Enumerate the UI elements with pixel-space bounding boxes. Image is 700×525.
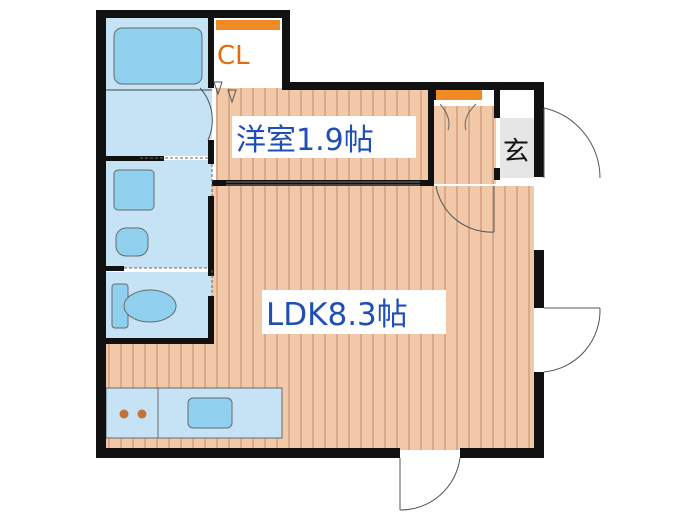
entrance-area: [500, 118, 534, 178]
ldk-label-box: [262, 290, 446, 334]
closet-label-box: [216, 32, 266, 72]
toilet-bowl: [123, 289, 177, 323]
closet-label: CL: [217, 41, 250, 71]
entrance-shoe-shelf: [436, 90, 482, 100]
ldk-label: LDK8.3帖: [266, 297, 408, 333]
western-room-label: 洋室1.9帖: [236, 123, 374, 158]
stove-burner-left: [119, 409, 129, 419]
western-room-label-box: [232, 116, 416, 158]
vanity-sink: [115, 227, 149, 257]
closet-shelf: [216, 20, 280, 30]
stove-burner-right: [137, 409, 147, 419]
walls: [96, 10, 544, 458]
washing-machine: [113, 169, 155, 211]
doors: [199, 87, 601, 511]
entrance-label: 玄: [503, 137, 529, 167]
bathtub: [113, 27, 203, 85]
kitchen-sink: [187, 397, 233, 429]
hall-floor: [432, 106, 496, 184]
